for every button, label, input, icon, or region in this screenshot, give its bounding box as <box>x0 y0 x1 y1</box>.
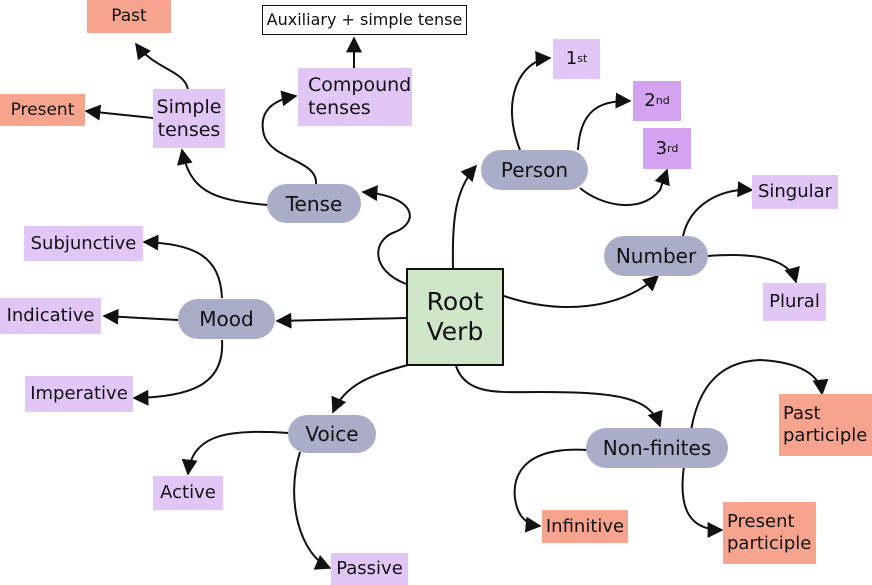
edge-root-voice <box>331 364 409 414</box>
root-line-2: Verb <box>426 317 484 346</box>
simple-tenses-node: Simple tenses <box>153 89 225 148</box>
edge-tense-simple <box>176 148 269 206</box>
mood-node: Mood <box>178 299 275 339</box>
second-person-number: 2 <box>644 90 656 112</box>
edge-person-third <box>579 168 670 206</box>
compound-tenses-line-1: Compound <box>308 74 412 97</box>
past-participle-line-2: participle <box>783 425 868 446</box>
edge-simple-present <box>84 104 154 121</box>
compound-tenses-node: Compound tenses <box>298 68 412 126</box>
present-participle-line-2: participle <box>727 533 812 554</box>
simple-tenses-line-1: Simple <box>156 95 222 118</box>
number-node: Number <box>604 236 708 276</box>
singular-node: Singular <box>752 175 838 209</box>
edge-root-number <box>503 274 660 308</box>
voice-node: Voice <box>288 415 376 453</box>
passive-node: Passive <box>331 553 408 585</box>
edge-mood-subjunctive <box>142 234 223 299</box>
tense-node: Tense <box>267 184 361 223</box>
imperative-node: Imperative <box>25 376 133 412</box>
edge-nonfinites-infinitive <box>513 448 589 533</box>
edge-tense-compound <box>261 90 318 185</box>
edge-person-first <box>511 50 552 151</box>
compound-tenses-line-2: tenses <box>308 97 371 119</box>
edge-number-singular <box>682 181 754 237</box>
past-node: Past <box>87 0 171 33</box>
edge-person-second <box>577 92 632 151</box>
third-person-number: 3 <box>655 137 668 159</box>
edge-simple-past <box>135 42 189 91</box>
person-node: Person <box>481 150 588 190</box>
present-participle-line-1: Present <box>727 511 795 533</box>
root-line-1: Root <box>426 287 484 316</box>
subjunctive-node: Subjunctive <box>24 226 143 261</box>
edge-mood-indicative <box>102 308 179 325</box>
edge-voice-passive <box>293 451 332 570</box>
edge-mood-imperative <box>132 339 224 406</box>
past-participle-line-1: Past <box>783 403 821 425</box>
edge-root-nonfinites <box>455 365 663 428</box>
present-participle-node: Present participle <box>723 502 816 564</box>
present-node: Present <box>0 94 85 126</box>
edge-nonfinites-past-participle <box>687 358 829 463</box>
nonfinites-node: Non-finites <box>586 428 728 468</box>
root-verb-node: Root Verb <box>406 268 504 366</box>
auxiliary-simple-tense-node: Auxiliary + simple tense <box>262 5 467 35</box>
edge-root-tense <box>361 185 411 285</box>
indicative-node: Indicative <box>0 298 101 334</box>
edge-root-mood <box>275 312 407 329</box>
active-node: Active <box>153 476 223 510</box>
edge-root-person <box>451 164 478 269</box>
edge-nonfinites-present-participle <box>681 465 724 538</box>
edge-voice-active <box>181 430 289 476</box>
infinitive-node: Infinitive <box>542 510 628 543</box>
first-person-number: 1 <box>565 48 578 70</box>
edge-number-plural <box>707 254 800 284</box>
simple-tenses-line-2: tenses <box>157 118 221 141</box>
past-participle-node: Past participle <box>779 394 872 456</box>
plural-node: Plural <box>763 283 826 321</box>
